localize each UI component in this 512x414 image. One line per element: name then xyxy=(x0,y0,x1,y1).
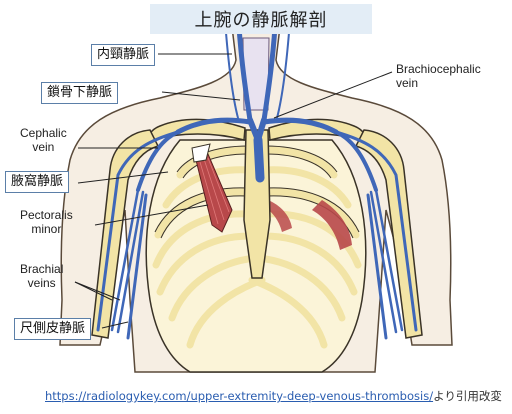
label-axillary-vein: 腋窩静脈 xyxy=(5,171,70,193)
leader-lines xyxy=(74,53,393,329)
cephalic-vein-right xyxy=(334,130,418,332)
intercostal-muscle-2 xyxy=(266,200,292,232)
brachial-vein-left-2 xyxy=(116,190,145,334)
humerus-left xyxy=(91,129,160,339)
label-pectoralis-line2: minor xyxy=(31,222,62,236)
label-internal-jugular-vein: 内頸静脈 xyxy=(91,44,156,66)
label-brachiocephalic-vein: Brachiocephalic vein xyxy=(396,62,481,90)
coracoid-process xyxy=(191,143,211,163)
cephalic-vein-left xyxy=(96,130,180,332)
label-cephalic-vein: Cephalic vein xyxy=(20,126,67,154)
label-cephalic-line2: vein xyxy=(32,140,55,154)
humerus-right xyxy=(354,129,423,339)
label-cephalic-line1: Cephalic xyxy=(20,126,67,140)
label-brachial-veins: Brachial veins xyxy=(20,262,63,290)
label-brachiocephalic-line2: vein xyxy=(396,76,419,90)
source-suffix: より引用改変 xyxy=(433,389,502,403)
label-brachial-line1: Brachial xyxy=(20,262,64,276)
label-brachiocephalic-line1: Brachiocephalic xyxy=(396,62,481,76)
muscle-fibers xyxy=(199,157,230,225)
source-link[interactable]: https://radiologykey.com/upper-extremity… xyxy=(45,389,434,403)
intercostal-muscle xyxy=(312,200,352,250)
basilic-vein-left xyxy=(126,193,148,340)
source-citation: https://radiologykey.com/upper-extremity… xyxy=(45,388,502,404)
label-subclavian-vein: 鎖骨下静脈 xyxy=(41,82,119,104)
subclavian-vein-right xyxy=(261,117,339,135)
label-pectoralis-line1: Pectoralis xyxy=(20,208,73,222)
subclavian-vein-left xyxy=(175,117,253,135)
page-title: 上腕の静脈解剖 xyxy=(150,4,372,34)
ribs-left xyxy=(152,146,266,349)
label-basilic-vein: 尺側皮静脈 xyxy=(14,318,92,340)
superior-vena-cava xyxy=(253,135,265,183)
label-brachial-line2: veins xyxy=(27,276,56,290)
label-pectoralis-minor: Pectoralis minor xyxy=(20,208,73,236)
brachial-vein-left-1 xyxy=(110,188,140,332)
